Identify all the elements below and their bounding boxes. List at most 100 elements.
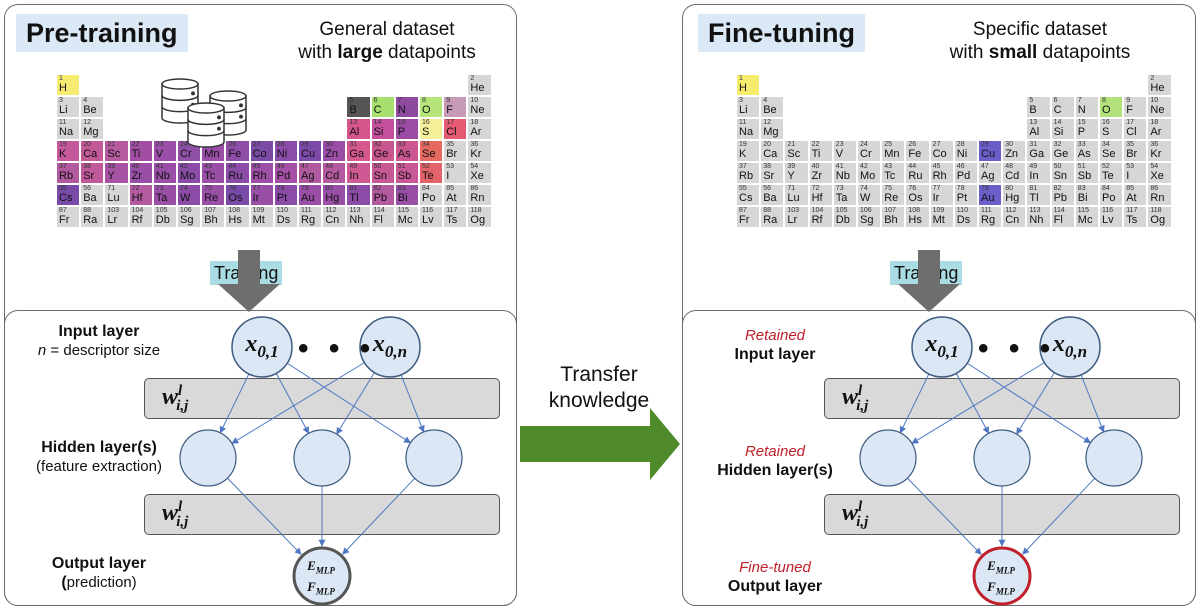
atomic-number: 37 [739, 163, 747, 170]
network-edge [231, 362, 365, 444]
atomic-number: 80 [1005, 185, 1013, 192]
atomic-number: 73 [155, 185, 164, 192]
element-symbol: Sr [763, 170, 775, 182]
atomic-number: 12 [83, 119, 91, 126]
atomic-number: 21 [787, 141, 796, 148]
weight-label-1-right: wli,j [842, 383, 869, 414]
element-symbol: Rn [470, 192, 485, 204]
element-symbol: Ag [981, 170, 995, 182]
element-symbol: Fr [59, 214, 70, 226]
element-symbol: Cn [1005, 214, 1020, 226]
dataset-line1: General dataset [319, 19, 455, 40]
element-symbol: K [59, 148, 67, 160]
element-symbol: Zr [811, 170, 822, 182]
element-symbol: Cr [180, 148, 192, 160]
element-symbol: Fl [1053, 214, 1063, 226]
dataset-line1-right: Specific dataset [972, 19, 1108, 40]
atomic-number: 56 [763, 185, 771, 192]
element-symbol: B [1029, 104, 1037, 116]
specific-dataset-caption: Specific dataset with small datapoints [920, 18, 1160, 64]
element-symbol: Hf [131, 192, 143, 204]
element-symbol: Ra [763, 214, 778, 226]
ellipsis-right: • • • [978, 332, 1057, 365]
element-symbol: Hf [811, 192, 823, 204]
retained-input-label: Retained Input layer [690, 326, 860, 364]
atomic-number: 8 [422, 97, 426, 104]
element-symbol: Os [228, 192, 243, 204]
atomic-number: 35 [446, 141, 454, 148]
retained-tag-2: Retained [744, 443, 806, 460]
atomic-number: 31 [1029, 141, 1038, 148]
element-symbol: V [155, 148, 164, 160]
element-symbol: Ds [276, 214, 291, 226]
element-symbol: Ni [276, 148, 288, 160]
element-symbol: At [446, 192, 457, 204]
element-symbol: As [1077, 148, 1091, 160]
atomic-number: 3 [739, 97, 743, 104]
element-symbol: Ba [83, 192, 97, 204]
network-edge [955, 373, 990, 434]
element-symbol: Rg [301, 214, 316, 226]
element-symbol: Y [107, 170, 115, 182]
element-symbol: Ar [1150, 126, 1162, 138]
element-symbol: Nb [835, 170, 850, 182]
atomic-number: 20 [83, 141, 91, 148]
atomic-number: 17 [1126, 119, 1134, 126]
atomic-number: 71 [107, 185, 116, 192]
element-symbol: Mt [932, 214, 945, 226]
output-layer-label: Output layer (prediction) [14, 554, 184, 592]
element-symbol: Zn [325, 148, 339, 160]
element-symbol: Ga [1029, 148, 1045, 160]
atomic-number: 83 [397, 185, 406, 192]
transfer-line1: Transfer [560, 363, 638, 386]
atomic-number: 6 [373, 97, 378, 104]
element-symbol: Br [1126, 148, 1138, 160]
element-symbol: B [349, 104, 357, 116]
element-symbol: Ne [1150, 104, 1165, 116]
atomic-number: 78 [956, 185, 965, 192]
element-symbol: F [1126, 104, 1133, 116]
network-edge [966, 362, 1092, 444]
input-node-2-right [1039, 316, 1101, 378]
element-symbol: I [446, 170, 450, 182]
network-edge [219, 373, 250, 434]
element-symbol: Lu [107, 192, 120, 204]
element-symbol: Rf [811, 214, 823, 226]
atomic-number: 19 [59, 141, 67, 148]
